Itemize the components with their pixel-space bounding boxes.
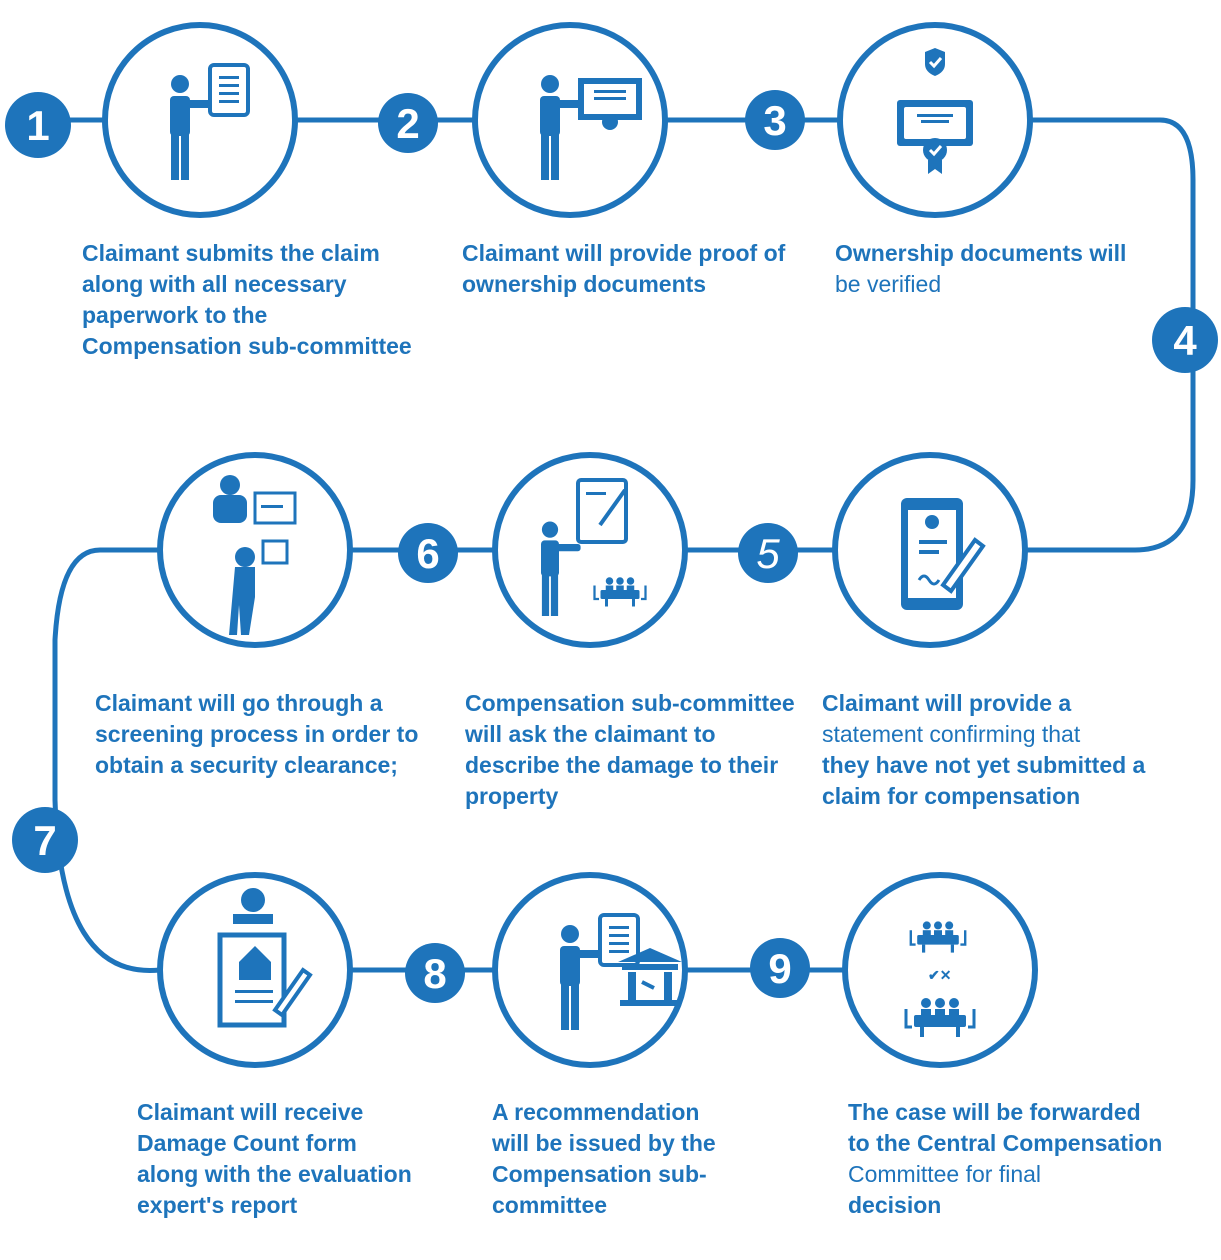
- badge-6: 6: [398, 523, 458, 583]
- badge-7: 7: [12, 807, 78, 873]
- badge-2: 2: [378, 93, 438, 153]
- step-9-circle-large: [842, 872, 1038, 1068]
- screening-caption: Claimant will go through a screening pro…: [95, 690, 419, 778]
- screening-circle: [157, 452, 353, 648]
- recommendation-court-icon: [560, 913, 682, 1030]
- svg-text:5: 5: [756, 530, 780, 577]
- connector-line: [52, 117, 1196, 974]
- step-7-caption: Claimant will receive Damage Count form …: [137, 1099, 412, 1218]
- badge-1: 1: [5, 92, 71, 158]
- verified-certificate-icon: [897, 48, 973, 174]
- step-6-caption: Compensation sub-committee will ask the …: [465, 690, 795, 809]
- central-committee-decision-icon: ✔✕: [904, 920, 976, 1039]
- badge-3: 3: [745, 90, 805, 150]
- svg-text:✔✕: ✔✕: [928, 967, 951, 983]
- svg-text:4: 4: [1173, 317, 1197, 364]
- person-presenting-certificate-icon: [540, 75, 642, 180]
- damage-count-form-icon: [217, 888, 313, 1028]
- committee-meeting-icon: [541, 478, 647, 616]
- step-1-caption: Claimant submits the claim along with al…: [82, 240, 412, 359]
- security-screening-icon: [213, 475, 297, 635]
- svg-text:6: 6: [416, 530, 439, 577]
- svg-text:7: 7: [33, 817, 56, 864]
- step-9-caption: The case will be forwarded to the Centra…: [848, 1099, 1163, 1218]
- step-2-circle: [472, 22, 668, 218]
- svg-text:1: 1: [26, 102, 49, 149]
- badge-4: 4: [1152, 307, 1218, 373]
- signing-tablet-statement-icon: [901, 498, 986, 610]
- svg-text:8: 8: [423, 950, 446, 997]
- step-5-caption: Claimant will provide a statement confir…: [822, 690, 1146, 809]
- step-3-caption: Ownership documents will be verified: [835, 240, 1127, 297]
- svg-text:9: 9: [768, 945, 791, 992]
- svg-text:2: 2: [396, 100, 419, 147]
- step-1-circle: [102, 22, 298, 218]
- badge-9: 9: [750, 938, 810, 998]
- step-8-caption: A recommendation will be issued by the C…: [492, 1099, 716, 1218]
- step-2-caption: Claimant will provide proof of ownership…: [462, 240, 786, 297]
- badge-8: 8: [405, 943, 465, 1003]
- badge-5: 5: [738, 523, 798, 583]
- svg-text:3: 3: [763, 97, 786, 144]
